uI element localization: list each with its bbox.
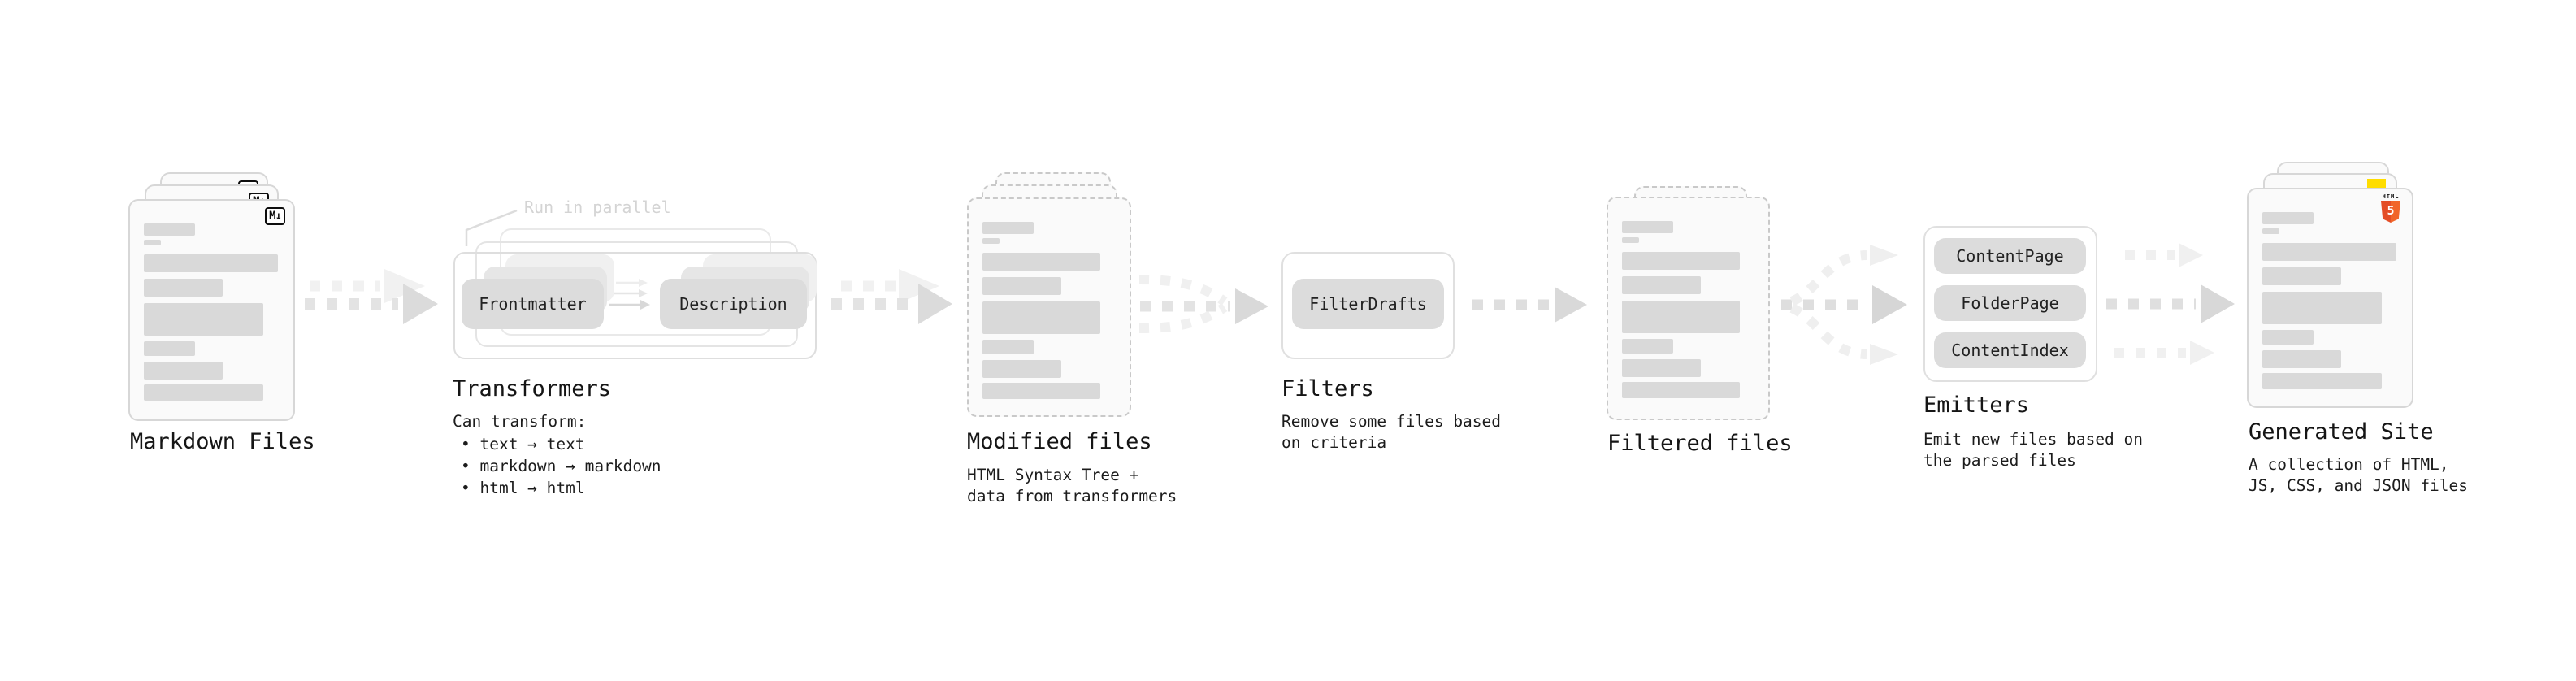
- modified-files-label: Modified files: [967, 429, 1152, 454]
- markdown-files-label: Markdown Files: [130, 429, 315, 454]
- contentindex-pill: ContentIndex: [1934, 332, 2086, 368]
- html5-icon: HTML 5: [2380, 193, 2401, 223]
- folderpage-pill: FolderPage: [1934, 285, 2086, 321]
- markdown-files-stack: M↓ M↓ M↓: [128, 171, 332, 432]
- skeleton-text: [1622, 221, 1740, 398]
- transformer-parallel-arrows: [609, 279, 650, 310]
- filters-description: Remove some files based on criteria: [1281, 411, 1501, 453]
- arrow-markdown-to-transformers: [305, 269, 438, 324]
- bullet-item: • html → html: [461, 479, 585, 497]
- transformers-desc-title: Can transform:: [453, 412, 587, 431]
- arrow-filters-to-filtered: [1472, 287, 1587, 323]
- contentpage-pill: ContentPage: [1934, 238, 2086, 274]
- skeleton-text: [144, 223, 278, 401]
- description-line: on criteria: [1281, 433, 1387, 452]
- frontmatter-pill: Frontmatter: [462, 279, 604, 329]
- description-line: data from transformers: [967, 487, 1177, 505]
- description-line: the parsed files: [1923, 451, 2076, 470]
- generated-site-label: Generated Site: [2249, 419, 2434, 445]
- filtered-files-stack: [1607, 186, 1777, 430]
- emitters-label: Emitters: [1923, 393, 2030, 418]
- filters-label: Filters: [1281, 376, 1374, 401]
- transformers-box-front: [453, 252, 817, 359]
- bullet-item: • text → text: [461, 435, 585, 453]
- run-in-parallel-connector: [465, 209, 518, 246]
- js-icon: [2367, 179, 2386, 188]
- arrow-filtered-to-emitters: [1781, 245, 1907, 365]
- modified-files-description: HTML Syntax Tree + data from transformer…: [967, 465, 1177, 507]
- bullet-item: • markdown → markdown: [461, 457, 661, 475]
- skeleton-text: [982, 222, 1100, 399]
- skeleton-text: [2262, 212, 2396, 389]
- description-line: Remove some files based: [1281, 412, 1502, 431]
- generated-site-stack: CSS HTML 5: [2247, 162, 2418, 414]
- filterdrafts-pill: FilterDrafts: [1292, 279, 1444, 329]
- modified-doc-front: [967, 197, 1131, 417]
- generated-site-description: A collection of HTML, JS, CSS, and JSON …: [2249, 454, 2468, 497]
- run-in-parallel-note: Run in parallel: [524, 197, 671, 217]
- transformers-bullets: • text → text • markdown → markdown • ht…: [461, 433, 661, 499]
- modified-files-stack: [967, 172, 1138, 424]
- description-line: JS, CSS, and JSON files: [2249, 476, 2469, 495]
- description-line: A collection of HTML,: [2249, 455, 2449, 474]
- description-line: Emit new files based on: [1923, 430, 2144, 449]
- description-line: HTML Syntax Tree +: [967, 466, 1139, 484]
- generated-doc-front: HTML 5: [2247, 188, 2413, 408]
- arrow-transformers-to-modified: [831, 269, 952, 324]
- emitters-description: Emit new files based on the parsed files: [1923, 429, 2143, 471]
- arrow-modified-to-filters: [1138, 275, 1268, 333]
- markdown-icon: M↓: [265, 207, 285, 225]
- arrow-emitters-to-generated: [2106, 243, 2235, 365]
- filtered-doc-front: [1607, 197, 1770, 420]
- description-pill: Description: [660, 279, 807, 329]
- filtered-files-label: Filtered files: [1607, 431, 1793, 456]
- transformers-label: Transformers: [453, 376, 612, 401]
- markdown-doc-front: M↓: [128, 199, 295, 421]
